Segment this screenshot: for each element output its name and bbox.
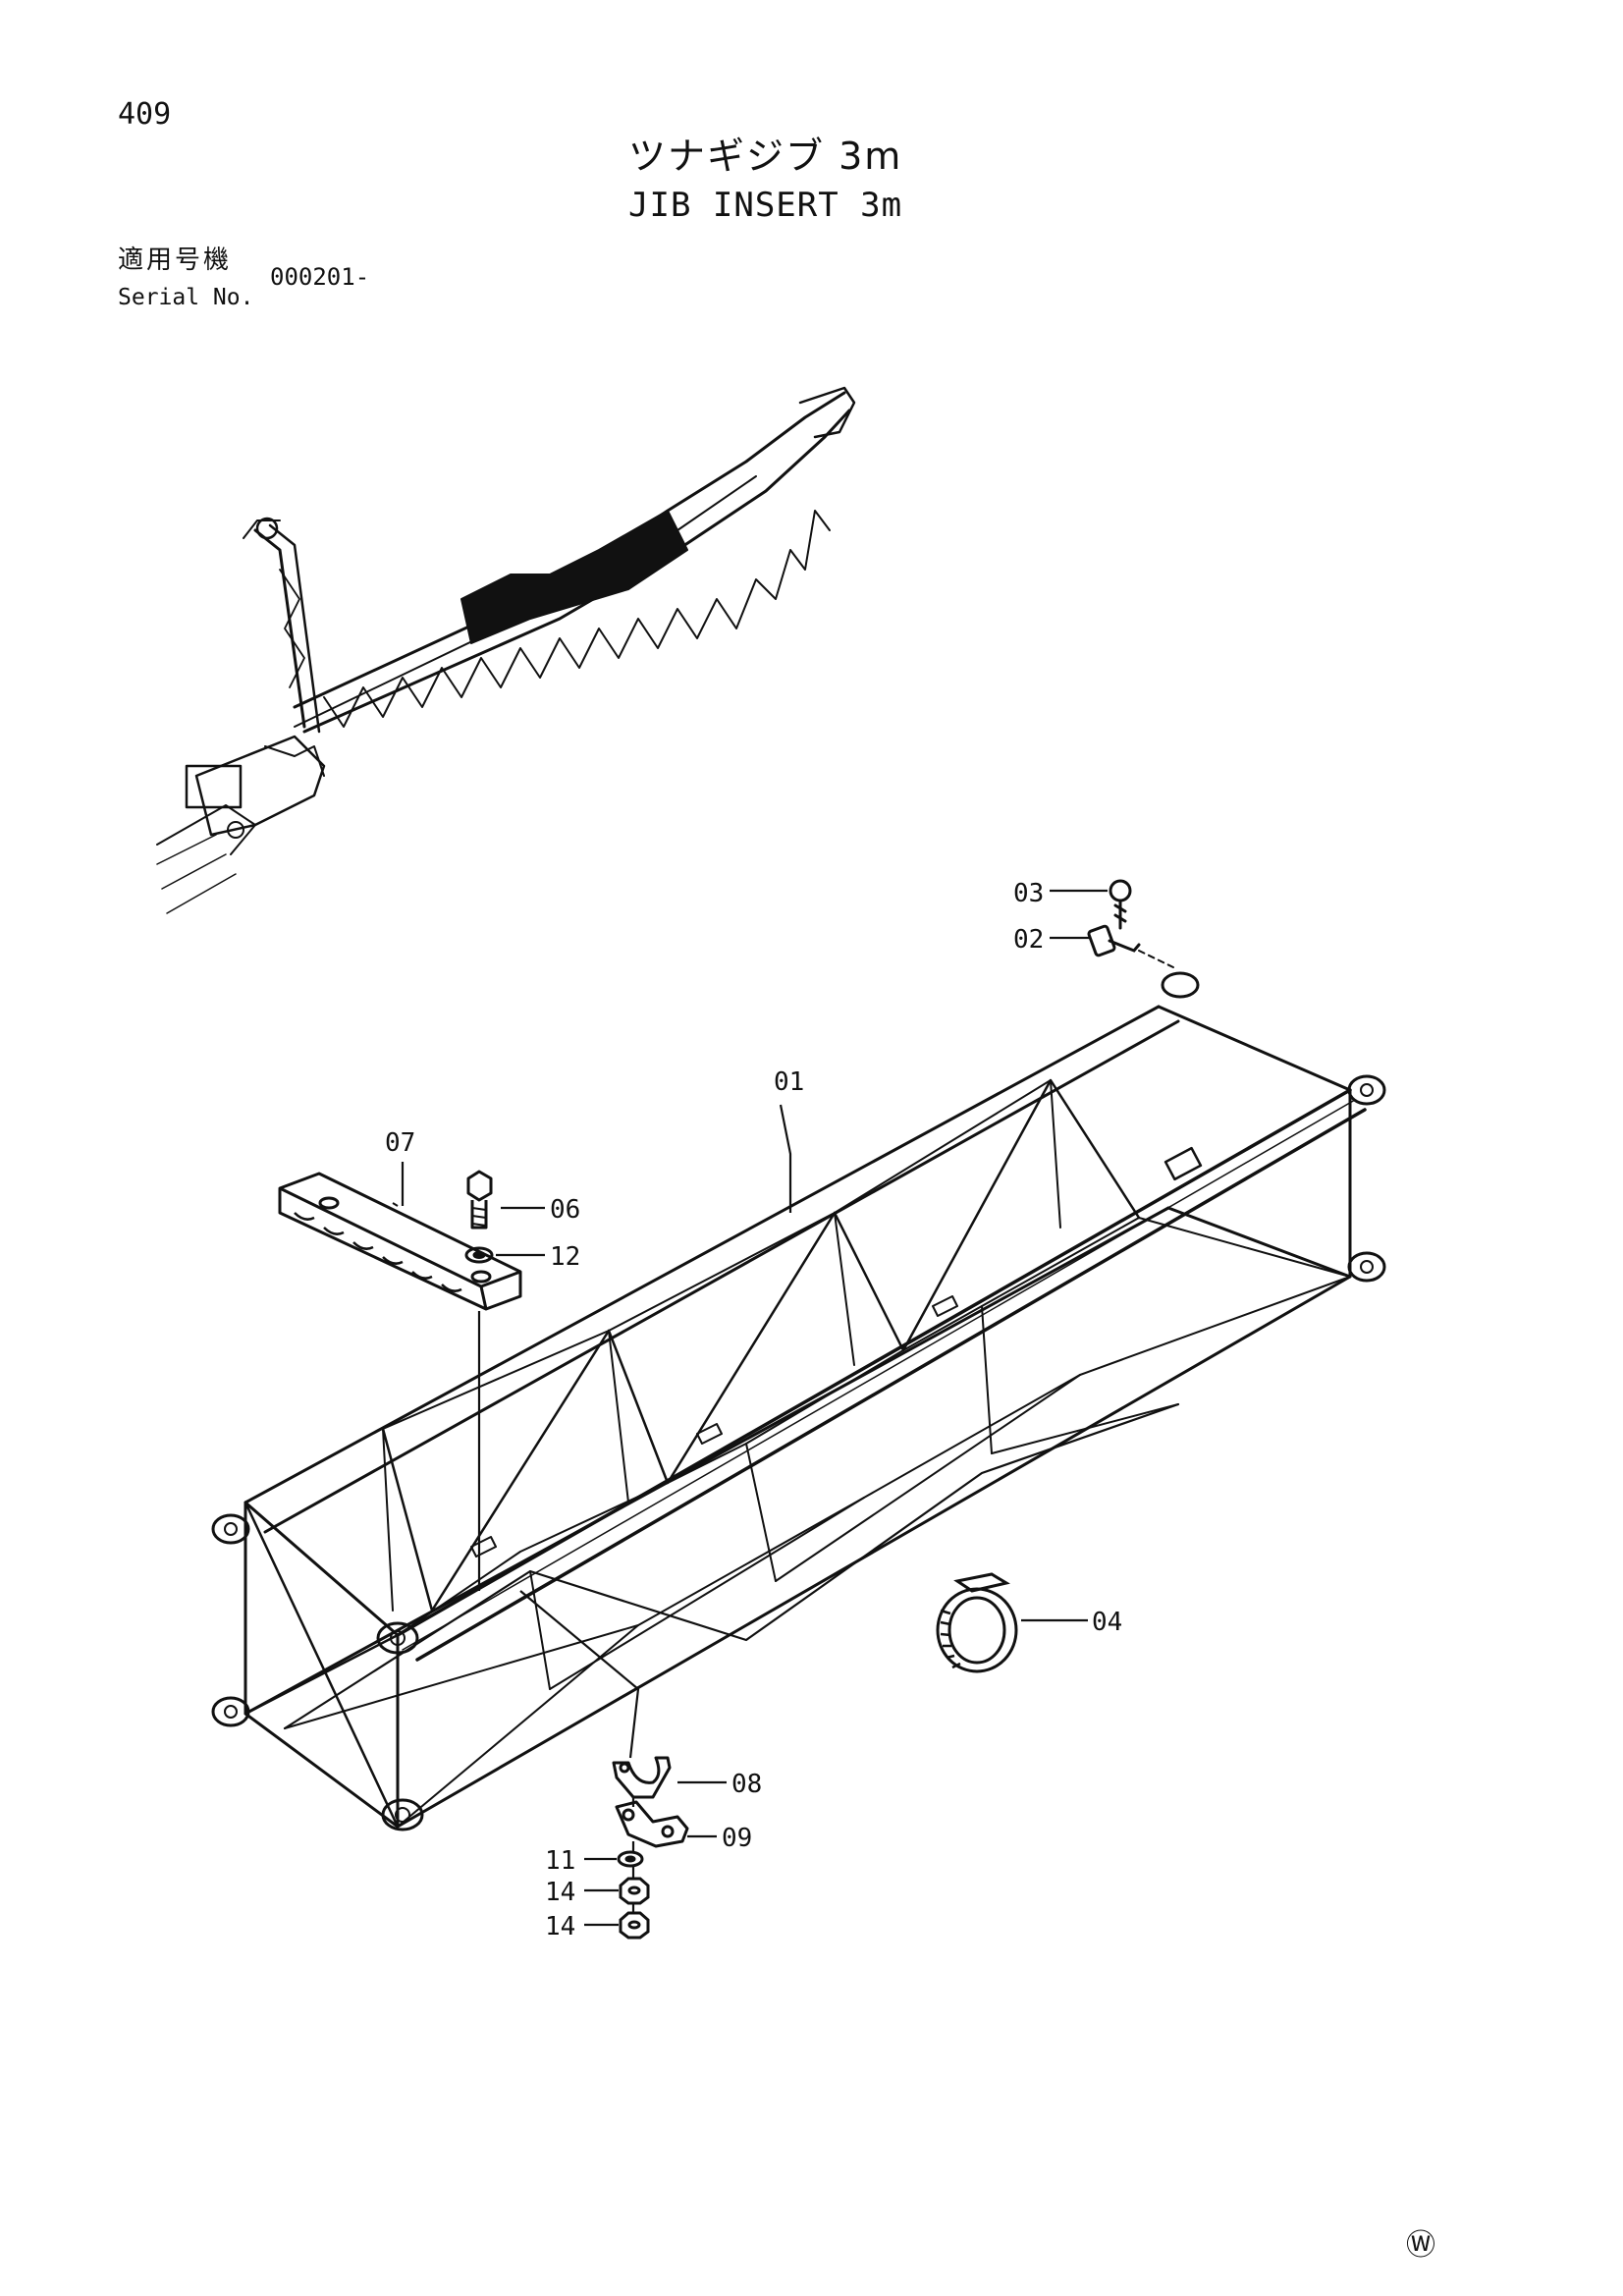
- callout-14-upper: 14: [545, 1878, 575, 1907]
- callout-08: 08: [731, 1770, 762, 1799]
- serial-label-japanese: 適用号機: [118, 246, 233, 275]
- part-12-washer-drawing: [464, 1246, 494, 1264]
- title-english: JIB INSERT 3m: [628, 186, 903, 225]
- leader-lines: [401, 889, 1108, 1927]
- callout-03: 03: [1013, 879, 1044, 908]
- part-04-band-drawing: [936, 1572, 1018, 1673]
- part-03-clip-drawing: [1109, 879, 1132, 930]
- part-02-pin-drawing: [1087, 924, 1174, 968]
- callout-06: 06: [550, 1195, 580, 1225]
- callout-11: 11: [545, 1846, 575, 1876]
- title-japanese: ツナギジブ 3m: [628, 135, 903, 178]
- callout-01: 01: [774, 1067, 804, 1097]
- part-14-nut-upper-drawing: [619, 1877, 650, 1905]
- part-08-clamp-drawing: [612, 1756, 672, 1799]
- crane-jib-overview-drawing: [156, 386, 856, 914]
- part-11-washer-drawing: [617, 1850, 644, 1868]
- serial-number-range: 000201-: [270, 263, 370, 291]
- part-14-nut-lower-drawing: [619, 1911, 650, 1940]
- jib-insert-frame: [211, 971, 1386, 1831]
- callout-09: 09: [722, 1824, 752, 1853]
- publisher-mark: Ⓦ: [1406, 2228, 1435, 2263]
- page-number: 409: [118, 97, 172, 132]
- part-06-bolt-drawing: [466, 1170, 493, 1230]
- callout-14-lower: 14: [545, 1912, 575, 1941]
- part-09-clamp-drawing: [615, 1800, 689, 1848]
- callout-07: 07: [385, 1128, 415, 1158]
- callout-12: 12: [550, 1242, 580, 1272]
- serial-label-english: Serial No.: [118, 285, 254, 310]
- part-07-bar-drawing: [278, 1172, 522, 1311]
- callout-04: 04: [1092, 1608, 1122, 1637]
- callout-02: 02: [1013, 925, 1044, 955]
- callout-labels: 01 03 02 07 06 12 04 08 09 11 14 14: [385, 879, 1122, 1941]
